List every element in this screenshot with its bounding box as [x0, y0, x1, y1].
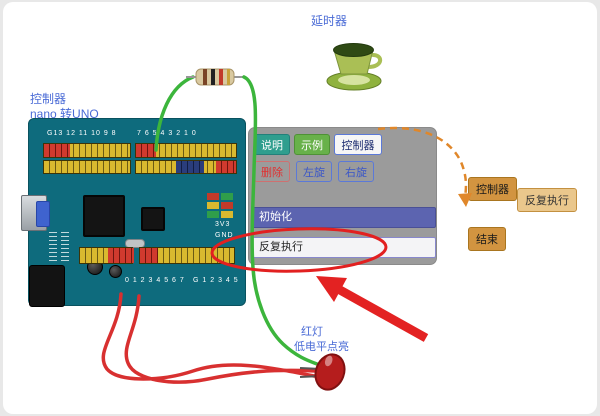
- pin-header-row2-right[interactable]: [135, 160, 237, 174]
- status-led-cells: [207, 211, 233, 218]
- board-top-pin-labels-left: G13 12 11 10 9 8: [47, 130, 117, 137]
- arduino-board[interactable]: G13 12 11 10 9 8 7 6 5 4 3 2 1 0 3V3 GND: [21, 118, 246, 307]
- description-button[interactable]: 说明: [254, 134, 290, 155]
- board-bottom-pin-labels-right: G 1 2 3 4 5: [193, 277, 239, 284]
- mcu-chip: [83, 195, 125, 237]
- pin-header-bottom-right[interactable]: [139, 247, 235, 264]
- init-block[interactable]: 初始化: [251, 207, 436, 228]
- pin-header-bottom-left[interactable]: [79, 247, 134, 264]
- status-led-cells: [207, 193, 233, 200]
- silkscreen-text-column: [61, 231, 69, 261]
- block-context-panel: 说明 示例 控制器 删除 左旋 右旋 初始化 反复执行: [248, 127, 437, 265]
- silkscreen-text-column: [49, 231, 57, 261]
- capacitor: [109, 265, 122, 278]
- pin-header-top-left[interactable]: [43, 143, 131, 158]
- status-led-cells: [207, 202, 233, 209]
- oscillator: [125, 239, 145, 248]
- rotate-right-button[interactable]: 右旋: [338, 161, 374, 182]
- delay-timer-caption: 延时器: [311, 14, 348, 28]
- flow-controller-block[interactable]: 控制器: [468, 177, 517, 201]
- red-pin-segment: [44, 144, 70, 157]
- red-pin-segment: [216, 161, 236, 173]
- board-gnd-label: GND: [215, 232, 234, 239]
- power-jack: [29, 265, 65, 307]
- board-bottom-pin-labels-left: 0 1 2 3 4 5 6 7: [125, 277, 185, 284]
- board-caption: 控制器 nano 转UNO: [30, 92, 99, 122]
- red-pin-segment: [136, 144, 156, 157]
- red-pin-segment: [108, 248, 134, 263]
- board-top-pin-labels-right: 7 6 5 4 3 2 1 0: [137, 130, 197, 137]
- board-3v3-label: 3V3: [215, 221, 231, 228]
- board-caption-subtitle: nano 转UNO: [30, 107, 99, 121]
- led-caption-line1: 红灯: [301, 326, 323, 338]
- flow-end-block[interactable]: 结束: [468, 227, 506, 251]
- delete-button[interactable]: 删除: [254, 161, 290, 182]
- repeat-block[interactable]: 反复执行: [251, 237, 436, 258]
- led-caption-line2: 低电平点亮: [294, 341, 349, 353]
- red-pin-segment: [140, 248, 158, 263]
- pin-header-row2-left[interactable]: [43, 160, 131, 174]
- pin-header-top-right[interactable]: [135, 143, 237, 158]
- rotate-left-button[interactable]: 左旋: [296, 161, 332, 182]
- example-button[interactable]: 示例: [294, 134, 330, 155]
- navy-pin-segment: [176, 161, 204, 173]
- secondary-chip: [141, 207, 165, 231]
- blue-component: [36, 201, 50, 227]
- controller-button[interactable]: 控制器: [334, 134, 382, 155]
- board-caption-title: 控制器: [30, 92, 67, 106]
- flow-repeat-block[interactable]: 反复执行: [517, 188, 577, 212]
